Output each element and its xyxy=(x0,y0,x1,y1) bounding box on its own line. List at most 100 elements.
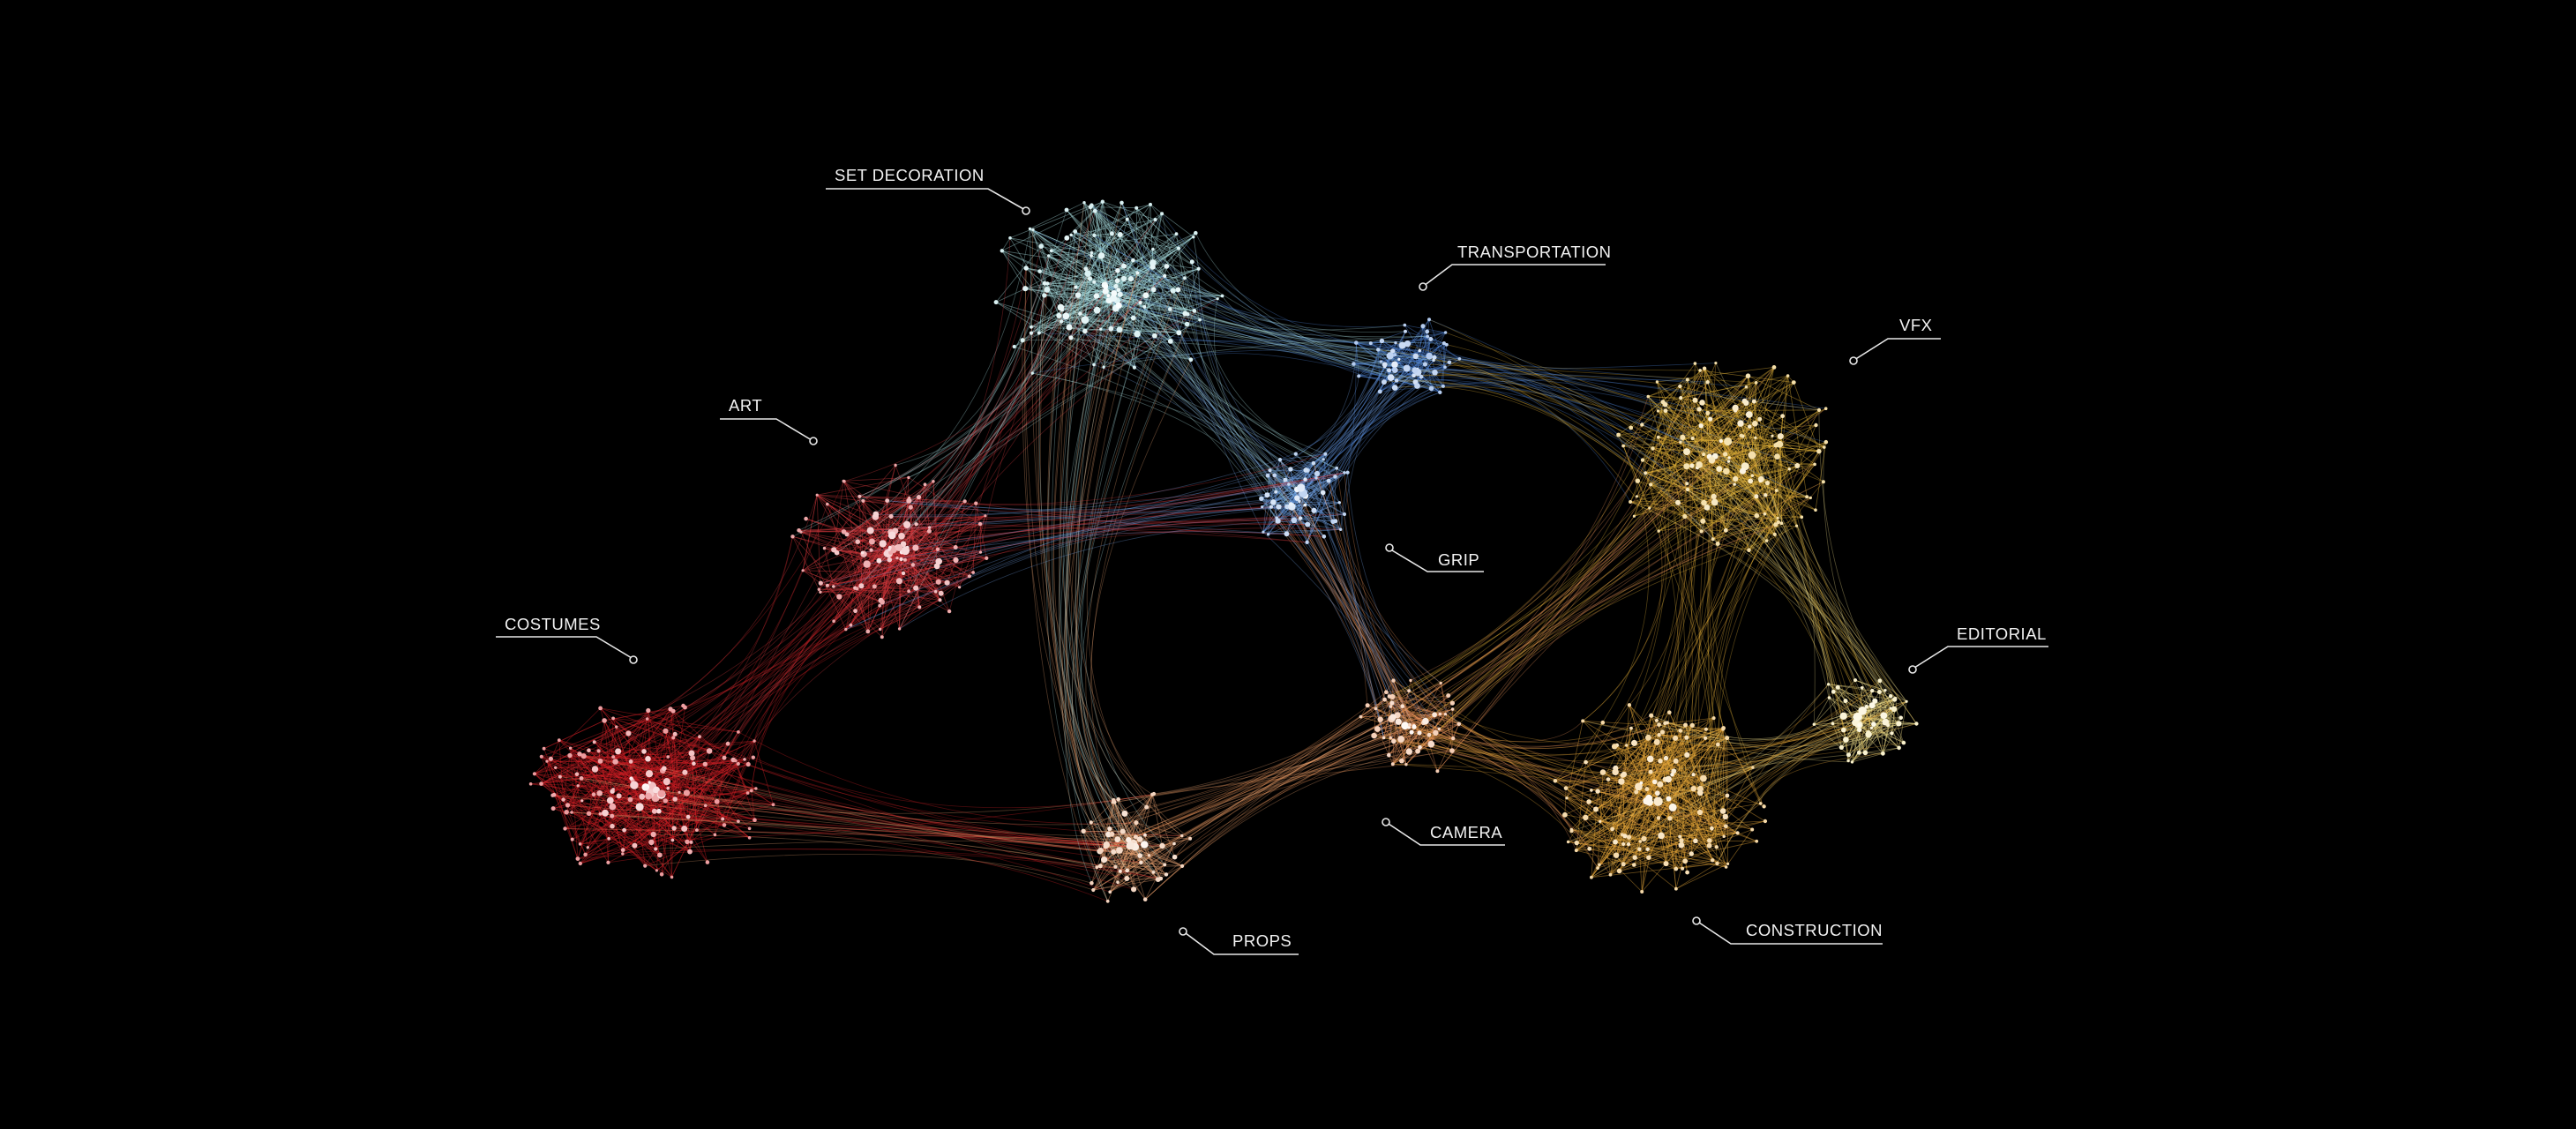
edge xyxy=(1862,709,1895,712)
edge xyxy=(792,536,820,590)
edge xyxy=(836,319,1201,554)
edge xyxy=(1859,723,1875,730)
edge xyxy=(1113,737,1454,853)
edge xyxy=(1696,444,1780,468)
edge xyxy=(1566,797,1624,865)
edge xyxy=(909,453,1326,505)
node xyxy=(1656,409,1660,413)
edge xyxy=(1659,734,1687,738)
edge xyxy=(1647,396,1686,517)
edge xyxy=(1658,728,1724,819)
edge xyxy=(588,812,697,831)
node xyxy=(1846,759,1850,763)
node xyxy=(602,718,607,723)
edge xyxy=(534,760,548,774)
edge xyxy=(1717,475,1753,544)
edge xyxy=(1704,441,1826,504)
edge xyxy=(1630,501,1775,535)
edge xyxy=(1765,468,1790,496)
node xyxy=(671,826,677,831)
edge xyxy=(1868,707,1891,735)
edge xyxy=(1687,379,1714,540)
node xyxy=(1320,490,1326,496)
edge xyxy=(1749,464,1816,550)
edge xyxy=(1118,259,1134,290)
edge xyxy=(1686,736,1706,739)
edge xyxy=(600,760,633,781)
edge xyxy=(546,760,610,840)
edge xyxy=(661,730,666,794)
edge xyxy=(1135,207,1193,263)
edge xyxy=(1375,375,1749,709)
node xyxy=(815,493,819,497)
edge xyxy=(541,756,654,835)
node xyxy=(611,788,615,791)
edge xyxy=(1286,487,1302,535)
edge xyxy=(843,531,947,584)
edge xyxy=(1172,290,1187,325)
edge xyxy=(570,710,674,749)
edge xyxy=(857,564,868,589)
edge xyxy=(600,707,676,800)
node xyxy=(1635,495,1638,498)
edge xyxy=(1749,525,1797,551)
edge xyxy=(1152,266,1192,360)
node xyxy=(1722,813,1729,820)
edge xyxy=(1828,684,1889,726)
edge xyxy=(686,792,750,839)
edge xyxy=(870,530,900,630)
node xyxy=(1101,856,1108,864)
node xyxy=(908,496,911,500)
node xyxy=(1192,236,1195,239)
node xyxy=(646,707,651,714)
edge xyxy=(907,484,925,549)
node xyxy=(1771,365,1777,370)
edge xyxy=(1144,865,1183,900)
node xyxy=(1700,518,1706,524)
edge xyxy=(1458,460,1644,725)
edge xyxy=(1393,680,1623,835)
edge xyxy=(1650,759,1666,864)
edge xyxy=(827,547,891,587)
edge xyxy=(1088,273,1185,279)
edge xyxy=(1717,700,1907,864)
edge xyxy=(1072,335,1156,853)
node xyxy=(1678,384,1682,389)
edge xyxy=(1779,376,1788,445)
edge xyxy=(1084,234,1121,320)
edge xyxy=(1360,716,1609,780)
edge xyxy=(565,811,655,829)
node xyxy=(692,761,696,766)
edge xyxy=(1675,730,1681,870)
edge xyxy=(857,551,902,589)
node xyxy=(1092,363,1096,367)
node xyxy=(1400,704,1404,708)
edge xyxy=(1614,841,1726,868)
edge xyxy=(1615,722,1668,769)
leader-line xyxy=(1913,646,2048,669)
edge xyxy=(1090,278,1337,469)
node xyxy=(1134,206,1139,210)
edge xyxy=(1144,741,1394,900)
edge xyxy=(1459,358,1659,438)
edge xyxy=(1709,766,1754,846)
edge xyxy=(792,535,865,555)
edge xyxy=(1582,448,1666,722)
node xyxy=(1188,836,1193,841)
edge xyxy=(1377,349,1381,393)
node xyxy=(1621,771,1628,778)
node xyxy=(622,827,626,833)
edge xyxy=(1267,475,1295,521)
edge xyxy=(895,209,1067,532)
node xyxy=(1089,820,1093,825)
node xyxy=(1569,827,1574,832)
edge xyxy=(802,495,818,571)
node xyxy=(1107,826,1112,832)
edge xyxy=(899,547,917,581)
edge xyxy=(1062,331,1165,865)
node xyxy=(1705,410,1711,415)
edge xyxy=(1391,702,1674,808)
edge xyxy=(1114,802,1134,890)
edge xyxy=(1323,536,1406,726)
edge xyxy=(1699,792,1712,829)
